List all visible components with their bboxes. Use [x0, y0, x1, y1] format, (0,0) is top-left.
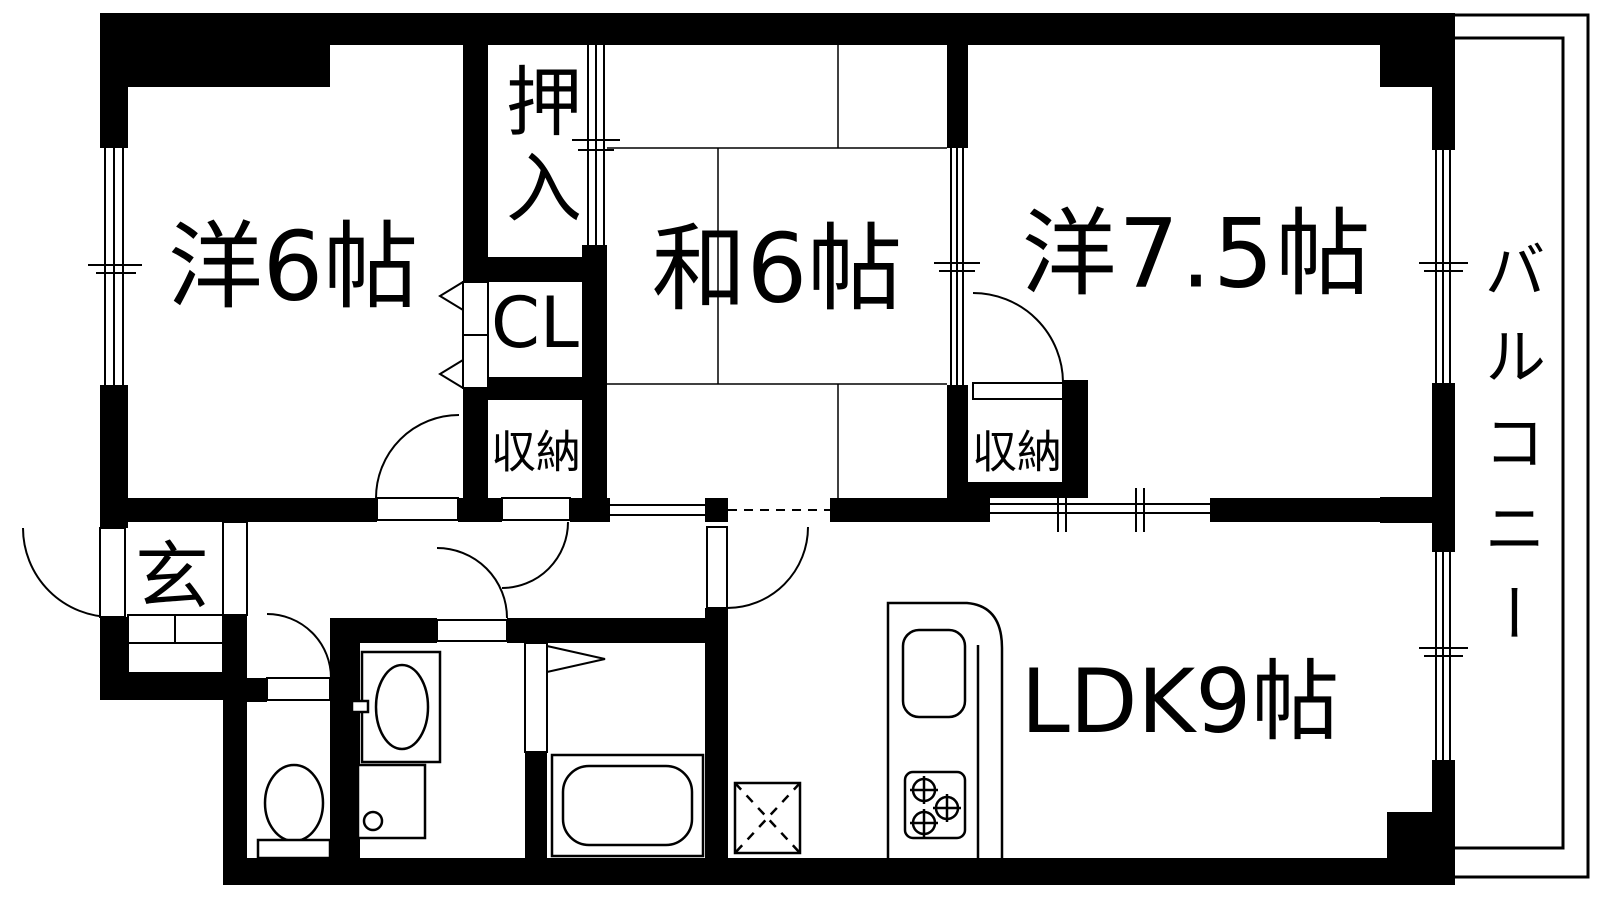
room-label-storage-west: 収納: [971, 425, 1063, 479]
entrance-door: [22, 527, 126, 618]
storage-hall-door: [501, 497, 571, 589]
western6-door: [375, 414, 460, 521]
room-label-ldk: LDK9帖: [1020, 650, 1340, 753]
balcony-railing: [1455, 13, 1590, 879]
storage-west-door: [972, 292, 1064, 400]
ldk-door: [706, 526, 809, 609]
washroom-door: [436, 547, 508, 642]
open-boundary: [728, 498, 830, 522]
pipe-space-icon: [733, 781, 802, 855]
entrance-step: [127, 521, 248, 674]
room-label-western75: 洋7.5帖: [1021, 199, 1373, 310]
bath-folding-door: [524, 642, 606, 753]
closet-bifold-door: [438, 280, 489, 390]
room-label-western6: 洋6帖: [167, 212, 419, 323]
room-label-closet: CL: [491, 282, 579, 364]
room-label-entrance: 玄: [135, 534, 209, 620]
kitchen-sink-icon: [901, 628, 967, 719]
windows: [88, 45, 1468, 760]
toilet-door: [266, 613, 332, 701]
washbasin-icon: [350, 650, 442, 764]
toilet-icon: [256, 763, 332, 860]
tatami-lines: [607, 45, 947, 498]
room-label-oshiire: 押入: [493, 62, 582, 234]
bathtub-icon: [550, 753, 705, 858]
room-label-balcony: バルコニー: [1473, 238, 1546, 668]
washing-machine-icon: [356, 763, 427, 840]
gas-stove-icon: [903, 770, 967, 840]
room-label-storage-hall: 収納: [490, 425, 582, 479]
walls: [100, 13, 1455, 885]
room-label-japanese6: 和6帖: [651, 214, 903, 325]
